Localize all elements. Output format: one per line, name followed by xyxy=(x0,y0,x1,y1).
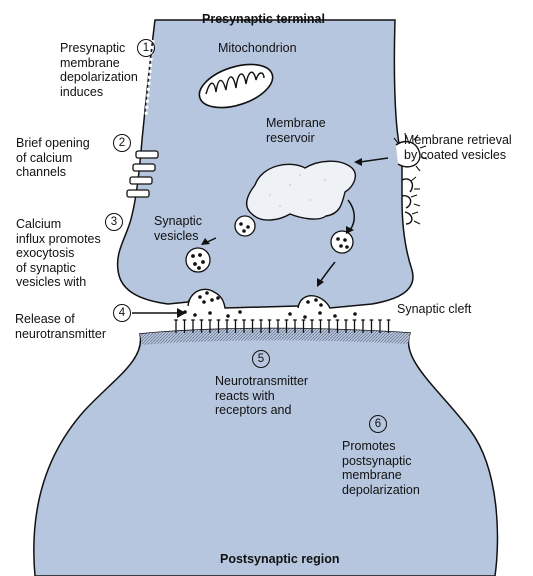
step-5-text: Neurotransmitter reacts with receptors a… xyxy=(215,374,309,417)
mitochondrion-label: Mitochondrion xyxy=(218,41,297,55)
calcium-channels xyxy=(126,150,159,198)
synaptic-vesicle-budding xyxy=(234,215,256,237)
released-neurotransmitter xyxy=(183,310,357,319)
coated-vesicle-pits xyxy=(395,140,421,225)
vesicle-label-arrow xyxy=(204,237,217,244)
step-6-text: Promotes postsynaptic membrane depolariz… xyxy=(342,439,420,497)
receptors xyxy=(174,319,391,333)
step-4-number: 4 xyxy=(113,304,131,322)
reservoir-texture xyxy=(269,174,326,207)
step-2-text: Brief opening of calcium channels xyxy=(16,136,90,179)
step-3-number: 3 xyxy=(105,213,123,231)
step-3-text: Calcium influx promotes exocytosis of sy… xyxy=(16,217,101,289)
step-1-number: 1 xyxy=(137,39,155,57)
step-4-arrow xyxy=(132,308,186,318)
step-6-number: 6 xyxy=(369,415,387,433)
step-4-text: Release of neurotransmitter xyxy=(15,312,107,341)
postsynaptic-region-title: Postsynaptic region xyxy=(220,552,340,566)
presynaptic-terminal-title: Presynaptic terminal xyxy=(202,12,325,26)
synaptic-vesicle-right xyxy=(330,230,354,254)
postsynaptic-density xyxy=(140,328,410,345)
membrane-reservoir-label: Membrane reservoir xyxy=(266,116,326,145)
arrow-heads xyxy=(201,158,362,287)
exocytosis-site-left xyxy=(187,288,226,309)
step-1-text: Presynaptic membrane depolarization indu… xyxy=(60,41,138,99)
presynaptic-terminal xyxy=(116,19,414,309)
synaptic-vesicles-label: Synaptic vesicles xyxy=(154,214,202,243)
step-2-number: 2 xyxy=(113,134,131,152)
synaptic-vesicle-left xyxy=(185,247,211,273)
membrane-retrieval-label: Membrane retrieval by coated vesicles xyxy=(404,133,512,162)
mitochondrion xyxy=(198,63,274,109)
synaptic-cleft-label: Synaptic cleft xyxy=(397,302,472,316)
pathway-arrows xyxy=(319,157,389,283)
step-5-number: 5 xyxy=(252,350,270,368)
membrane-reservoir xyxy=(246,160,356,221)
coat-bristles xyxy=(393,132,428,225)
exocytosis-site-right xyxy=(297,295,331,309)
